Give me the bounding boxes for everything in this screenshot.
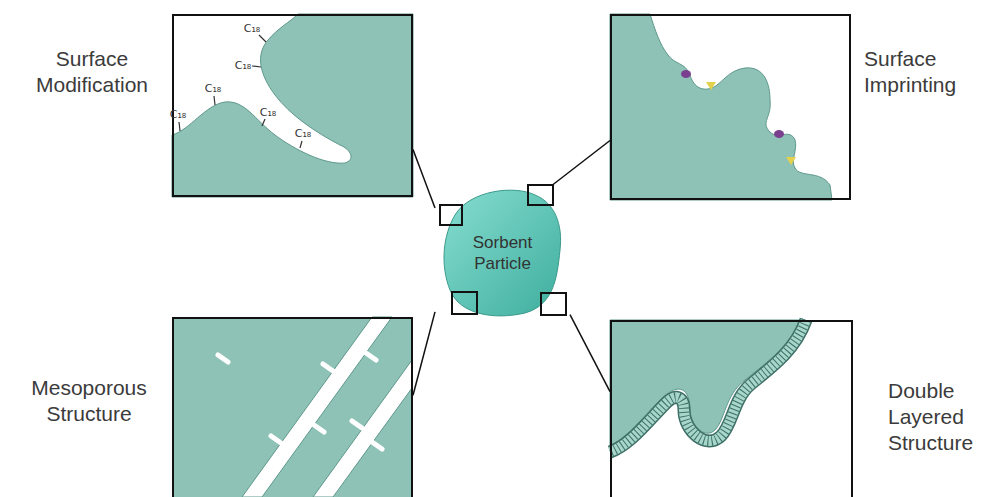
pore-notch: [323, 364, 333, 371]
inset-panel: Mesoporous Structure: [172, 317, 413, 497]
panel-label: Surface Imprinting: [864, 46, 969, 98]
particle-outline: [444, 190, 561, 316]
zoom-marker: [452, 292, 477, 314]
panel-label: Surface Modification: [22, 46, 162, 98]
chain-stem: [252, 66, 261, 67]
chain-label: C₁₈: [295, 128, 312, 140]
c18-chains: [179, 35, 302, 148]
inset-panel: Surface Imprinting: [610, 14, 851, 200]
panel-label: Mesoporous Structure: [16, 375, 162, 427]
outer-layer-fill: [610, 320, 806, 452]
zoom-marker: [440, 205, 462, 225]
pore-channel: [313, 360, 412, 497]
pore-notch: [314, 425, 324, 432]
chain-label: C₁₈: [235, 60, 252, 72]
leader-line: [413, 312, 435, 395]
outer-layer-hatch: [610, 320, 806, 452]
connector-group: [413, 140, 610, 395]
template-molecule: [681, 70, 691, 78]
sorbent-surface: [172, 14, 413, 197]
imprinted-surface: [610, 14, 832, 200]
chain-label: C₁₈: [244, 23, 261, 35]
sorbent-particle: Sorbent Particle: [435, 185, 570, 320]
template-molecule: [774, 130, 784, 138]
chain-stem: [259, 35, 266, 42]
leader-line: [552, 140, 610, 185]
template-molecule: [786, 157, 796, 165]
chain-label: C₁₈: [170, 109, 187, 121]
chain-label: C₁₈: [205, 83, 222, 95]
pore-notch: [366, 353, 376, 360]
chain-stem: [262, 119, 265, 126]
chain-label: C₁₈: [260, 107, 277, 119]
chain-stem: [179, 122, 180, 131]
zoom-marker: [528, 185, 553, 205]
leader-line: [570, 315, 610, 392]
pore-notch: [352, 421, 362, 428]
pore-notch: [372, 442, 382, 449]
panel-label: Double Layered Structure: [888, 378, 987, 456]
pore-notch: [271, 436, 281, 443]
pore-channel: [242, 317, 392, 497]
inset-panel: Double Layered Structure: [610, 320, 853, 497]
inset-panel: Surface ModificationC₁₈C₁₈C₁₈C₁₈C₁₈C₁₈: [172, 14, 413, 197]
chain-stem: [300, 141, 302, 148]
leader-line: [413, 149, 435, 208]
mesoporous-body: [172, 317, 413, 497]
chain-stem: [214, 96, 215, 105]
template-molecule: [706, 82, 716, 90]
zoom-marker: [541, 293, 566, 315]
outer-layer: [610, 320, 806, 452]
particle-shape: [435, 185, 570, 320]
particle-label: Sorbent Particle: [458, 232, 548, 274]
pore-notch: [218, 355, 228, 362]
pore-notches: [218, 353, 382, 449]
